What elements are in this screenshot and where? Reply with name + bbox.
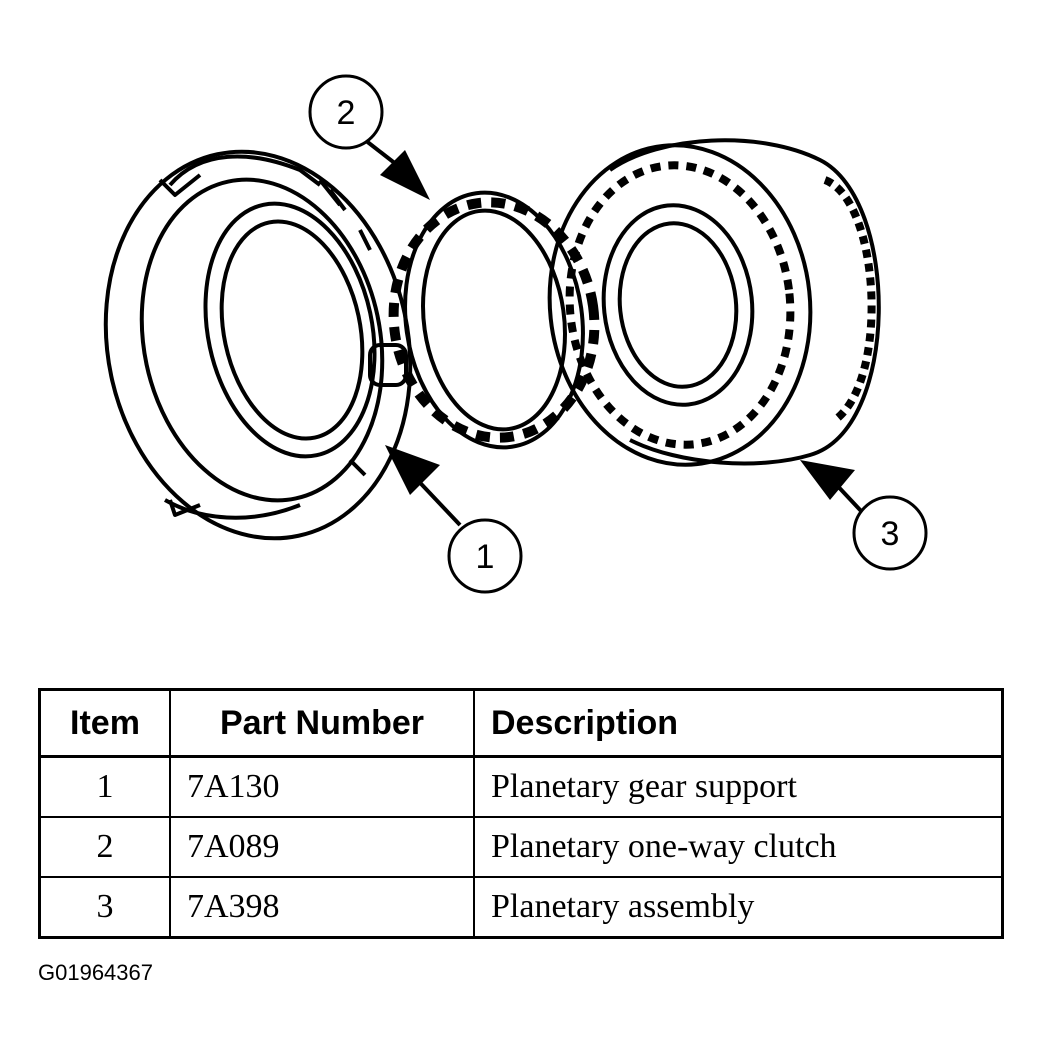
callout-1-circle (447, 518, 523, 594)
header-part-number: Part Number (169, 688, 475, 758)
header-item: Item (38, 688, 171, 758)
callout-2-label: 2 (337, 94, 356, 132)
row-part-number: 7A398 (169, 876, 475, 939)
row-item: 1 (38, 755, 171, 818)
callout-3-circle (852, 495, 928, 571)
row-description: Planetary assembly (473, 876, 1004, 939)
table-header-row: Item Part Number Description (38, 688, 1004, 758)
row-description: Planetary gear support (473, 755, 1004, 818)
planetary-one-way-clutch-drawing (388, 190, 600, 450)
planetary-assembly-drawing (547, 138, 881, 467)
callout-3-label: 3 (881, 515, 900, 553)
callout-2-circle (308, 74, 384, 150)
row-item: 2 (38, 816, 171, 878)
row-part-number: 7A089 (169, 816, 475, 878)
table-row: 1 7A130 Planetary gear support (38, 755, 1004, 818)
row-part-number: 7A130 (169, 755, 475, 818)
row-item: 3 (38, 876, 171, 939)
table-row: 2 7A089 Planetary one-way clutch (38, 816, 1004, 878)
header-description: Description (473, 688, 1004, 758)
figure-id: G01964367 (38, 960, 153, 985)
callout-2-arrow-icon (380, 150, 430, 200)
parts-table: Item Part Number Description 1 7A130 Pla… (38, 688, 1004, 939)
callout-1-label: 1 (476, 538, 495, 576)
planetary-gear-support-drawing (103, 149, 413, 541)
exploded-parts-illustration: 1 2 3 (103, 74, 928, 594)
table-row: 3 7A398 Planetary assembly (38, 876, 1004, 939)
callout-3-arrow-icon (800, 460, 855, 500)
callout-1-arrow-icon (385, 445, 440, 495)
row-description: Planetary one-way clutch (473, 816, 1004, 878)
